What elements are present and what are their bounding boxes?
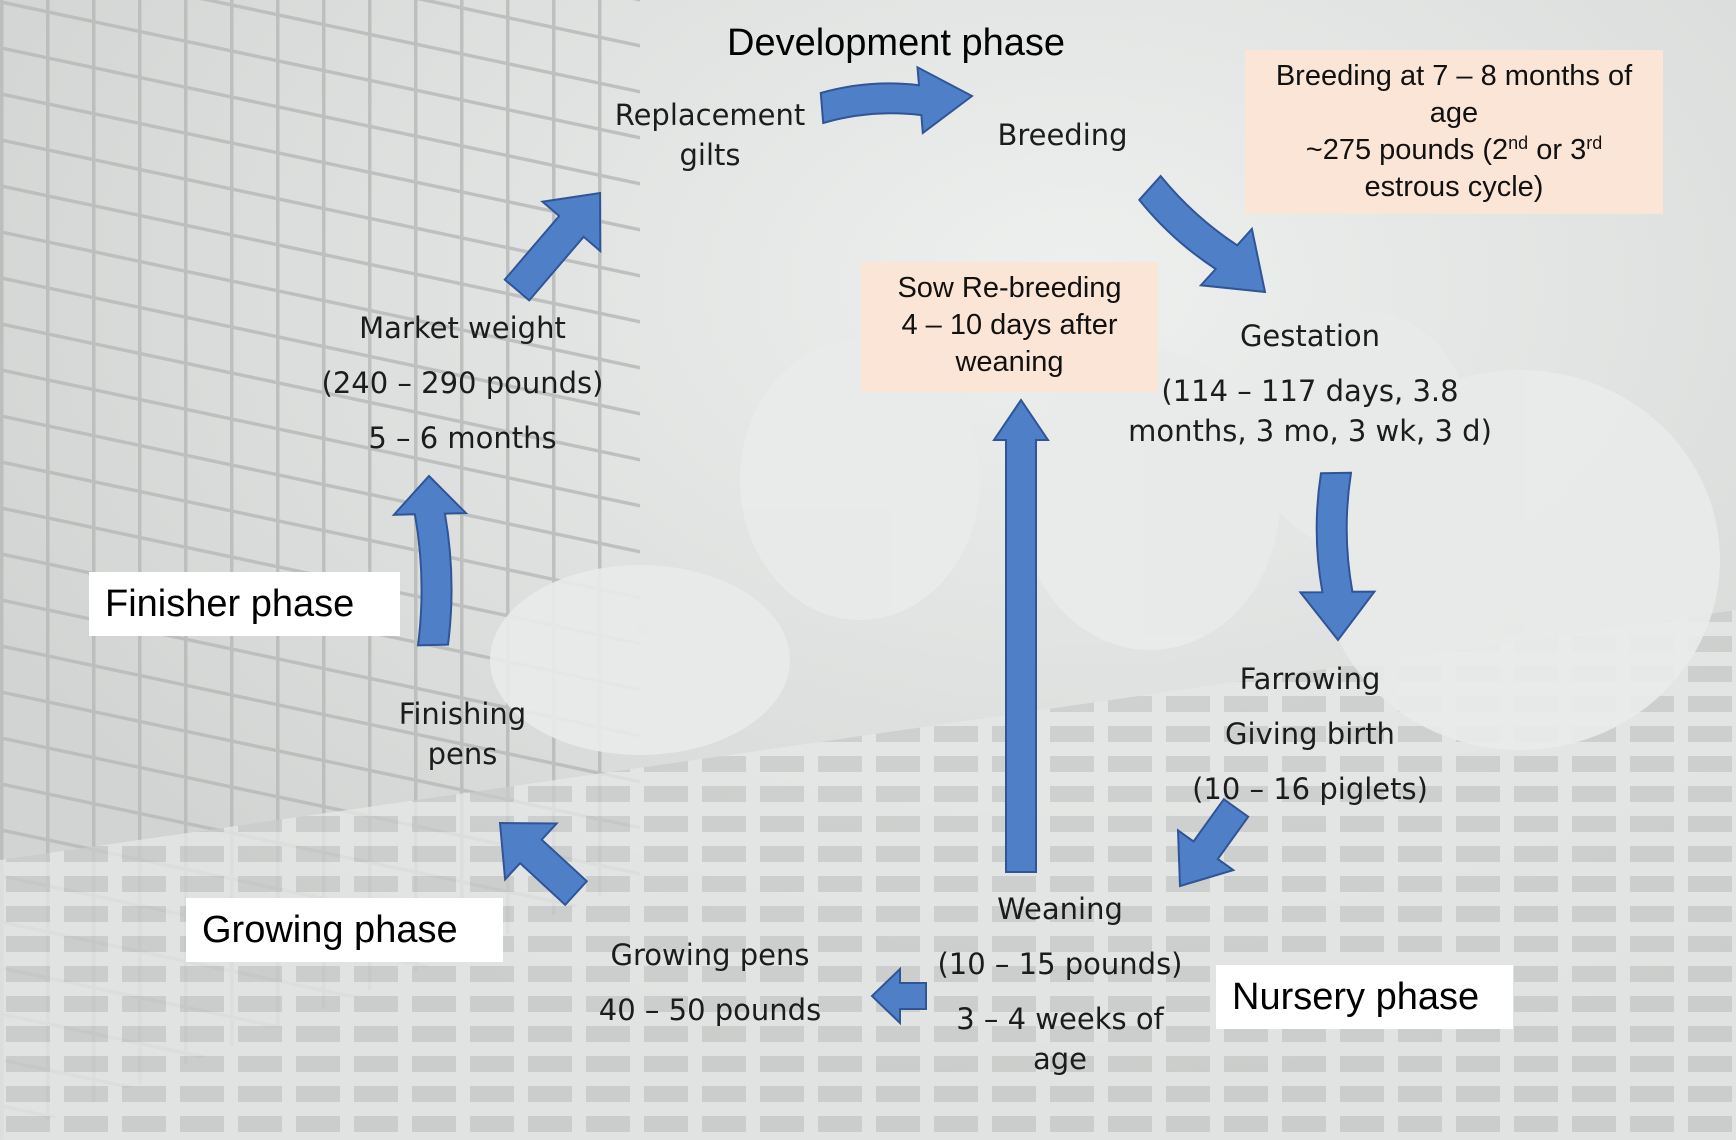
weaning-label: Weaning (10 – 15 pounds) 3 – 4 weeks of … bbox=[937, 892, 1183, 1076]
arrow-market-to-gilts-icon bbox=[503, 191, 602, 302]
sow-rebreeding-note: Sow Re-breeding 4 – 10 days after weanin… bbox=[861, 262, 1158, 392]
development-phase-title: Development phase bbox=[727, 22, 1065, 64]
gestation-label: Gestation (114 – 117 days, 3.8 months, 3… bbox=[1128, 319, 1492, 448]
farrowing-label: Farrowing Giving birth (10 – 16 piglets) bbox=[1192, 662, 1428, 806]
growing-pens-label: Growing pens 40 – 50 pounds bbox=[598, 938, 822, 1027]
arrow-breeding-to-gestation-icon bbox=[1137, 174, 1267, 294]
finisher-phase-box: Finisher phase bbox=[89, 572, 400, 636]
arrow-gilts-to-breeding-icon bbox=[819, 65, 974, 135]
arrow-weaning-to-rebreeding-icon bbox=[992, 398, 1050, 873]
arrow-gestation-to-farrowing-icon bbox=[1298, 471, 1377, 642]
growing-phase-box: Growing phase bbox=[186, 898, 503, 962]
finishing-pens-label: Finishing pens bbox=[398, 697, 527, 771]
market-weight-label: Market weight (240 – 290 pounds) 5 – 6 m… bbox=[321, 311, 604, 455]
breeding-label: Breeding bbox=[997, 118, 1128, 152]
nursery-phase-box: Nursery phase bbox=[1216, 965, 1513, 1029]
arrow-farrowing-to-weaning-icon bbox=[1176, 797, 1250, 888]
arrow-weaning-to-growing-pens-icon bbox=[870, 966, 927, 1026]
replacement-gilts-label: Replacement gilts bbox=[614, 98, 806, 172]
breeding-age-note: Breeding at 7 – 8 months of age ~275 pou… bbox=[1245, 50, 1663, 214]
arrow-growing-to-finishing-icon bbox=[498, 821, 589, 907]
arrow-finishing-to-market-icon bbox=[391, 474, 469, 647]
